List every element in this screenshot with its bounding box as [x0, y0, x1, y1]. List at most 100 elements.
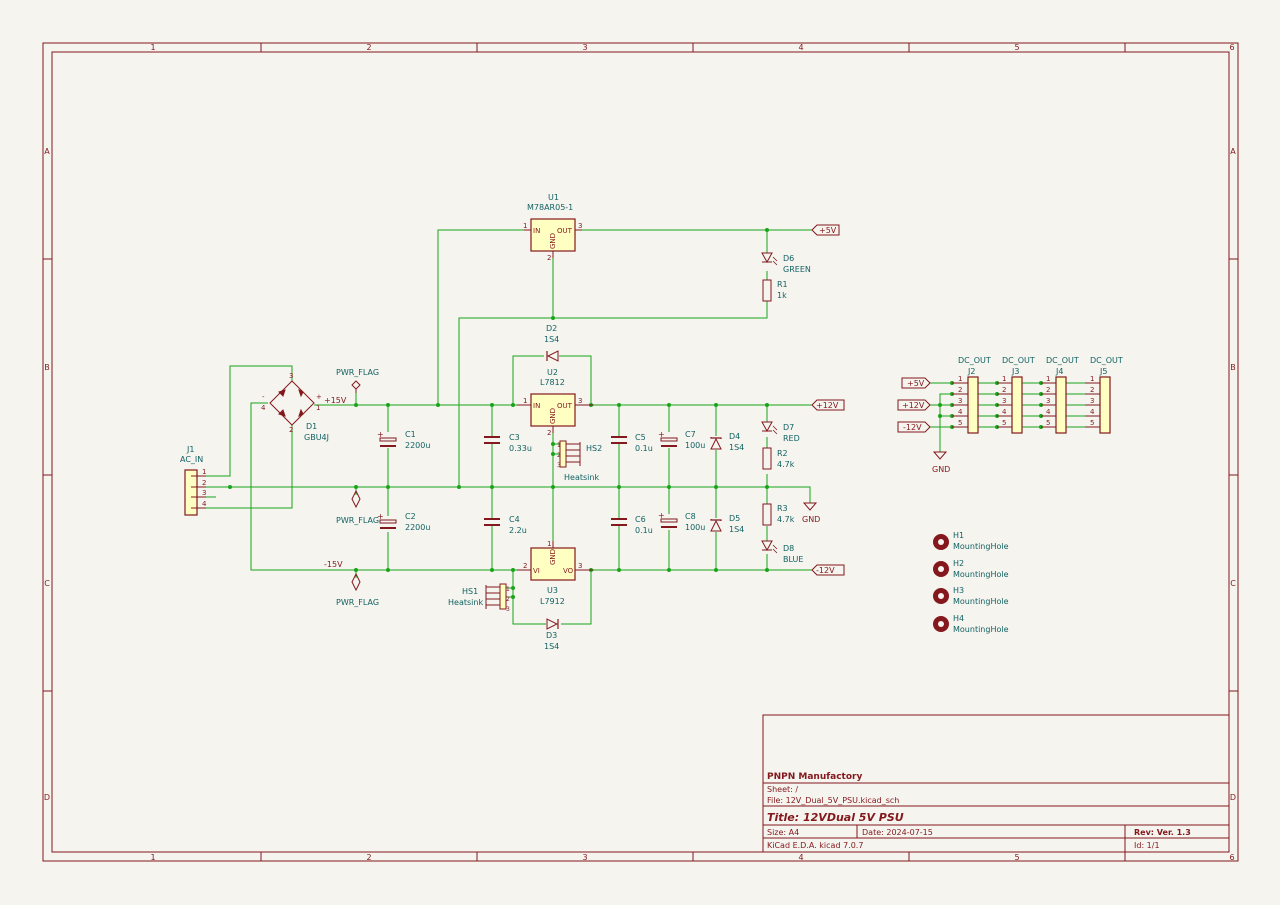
led-d7[interactable]: D7 RED — [761, 421, 800, 443]
capacitor-c5[interactable]: C5 0.1u — [611, 433, 653, 453]
pwr-flag-label: PWR_FLAG — [336, 598, 379, 607]
capacitor-c7[interactable]: + C7 100u — [658, 430, 705, 450]
resistor-r1[interactable]: R1 1k — [762, 279, 788, 302]
connector-j3[interactable]: J3 DC_OUT 1 2 3 4 5 — [1002, 356, 1035, 434]
pin-number: 1 — [1090, 375, 1094, 383]
pin-number: 2 — [557, 452, 561, 459]
mounting-hole-h2[interactable]: H2 MountingHole — [933, 559, 1009, 579]
led-d8[interactable]: D8 BLUE — [761, 540, 803, 564]
col-label: 1 — [150, 853, 155, 862]
col-label: 2 — [366, 43, 371, 52]
pin-number: 2 — [1046, 386, 1050, 394]
heatsink-hs2[interactable]: 1 2 3 HS2 Heatsink — [557, 440, 602, 482]
global-label-plus12[interactable]: +12V — [811, 399, 845, 411]
pin-number: 2 — [289, 426, 293, 434]
tool-version: KiCad E.D.A. kicad 7.0.7 — [767, 841, 863, 850]
capacitor-c8[interactable]: + C8 100u — [658, 511, 705, 532]
mounting-hole-h3[interactable]: H3 MountingHole — [933, 586, 1009, 606]
pin-number: 4 — [1046, 408, 1051, 416]
value-label: 1S4 — [729, 443, 744, 452]
frame-labels: 1 2 3 4 5 6 1 2 3 4 5 6 A B C D A B C D — [44, 43, 1236, 862]
col-label: 2 — [366, 853, 371, 862]
connector-j4[interactable]: J4 DC_OUT 1 2 3 4 5 — [1046, 356, 1079, 434]
pin-name: IN — [533, 227, 540, 235]
pin-name: VO — [563, 567, 574, 575]
ref-label: R2 — [777, 449, 788, 458]
diode-d3[interactable]: D3 1S4 — [544, 618, 559, 651]
value-label: 1S4 — [544, 335, 559, 344]
global-label-plus5-out[interactable]: +5V — [901, 377, 931, 389]
ref-label: D6 — [783, 254, 794, 263]
global-label-plus5[interactable]: +5V — [811, 224, 840, 236]
global-label-minus12[interactable]: -12V — [811, 564, 845, 576]
capacitor-c1[interactable]: + C1 2200u — [377, 430, 430, 450]
drawing-title: Title: 12VDual 5V PSU — [767, 811, 904, 824]
regulator-u1[interactable]: IN OUT GND 1 3 2 U1 M78AR05-1 — [523, 193, 582, 262]
row-label: C — [1230, 579, 1236, 588]
ref-label: C8 — [685, 512, 696, 521]
capacitor-c4[interactable]: C4 2.2u — [484, 515, 527, 535]
pin-number: 1 — [202, 468, 206, 476]
pin-number: 1 — [1002, 375, 1006, 383]
value-label: 4.7k — [777, 460, 795, 469]
ref-label: D3 — [546, 631, 557, 640]
value-label: 2200u — [405, 523, 430, 532]
pin-polarity: + — [316, 393, 322, 401]
bridge-rectifier-d1[interactable]: 3 4 1 2 - + D1 GBU4J — [261, 372, 329, 442]
file-name: File: 12V_Dual_5V_PSU.kicad_sch — [767, 796, 899, 805]
capacitor-c6[interactable]: C6 0.1u — [611, 515, 653, 535]
value-label: 100u — [685, 441, 705, 450]
value-label: 0.1u — [635, 444, 653, 453]
ref-label: U1 — [548, 193, 559, 202]
regulator-u3[interactable]: VI VO GND 2 3 1 U3 L7912 — [517, 540, 594, 606]
heatsink-hs1[interactable]: 1 2 3 HS1 Heatsink — [448, 583, 510, 613]
pin-name: GND — [549, 233, 557, 249]
value-label: Heatsink — [564, 473, 599, 482]
pin-number: 3 — [578, 397, 582, 405]
connector-pin-lines — [952, 382, 1100, 428]
row-label: C — [44, 579, 50, 588]
ref-label: C1 — [405, 430, 416, 439]
resistor-r3[interactable]: R3 4.7k — [762, 503, 795, 526]
pin-name: VI — [533, 567, 540, 575]
value-label: 1k — [777, 291, 787, 300]
global-label-text: -12V — [903, 423, 922, 432]
pin-number: 3 — [1002, 397, 1006, 405]
regulator-u2[interactable]: IN OUT GND 1 3 2 U2 L7812 — [517, 368, 594, 437]
diode-d2[interactable]: D2 1S4 — [544, 324, 559, 362]
diode-d4[interactable]: D4 1S4 — [710, 432, 744, 452]
pin-number: 2 — [547, 429, 551, 437]
pin-name: IN — [533, 402, 540, 410]
pin-polarity: - — [262, 393, 265, 401]
pin-number: 1 — [523, 397, 527, 405]
pin-number: 4 — [261, 404, 266, 412]
capacitor-c2[interactable]: + C2 2200u — [377, 512, 430, 532]
value-label: GBU4J — [304, 433, 329, 442]
value-label: DC_OUT — [1046, 356, 1079, 365]
global-label-minus12-out[interactable]: -12V — [897, 421, 931, 433]
ref-label: D8 — [783, 544, 794, 553]
pin-number: 3 — [557, 462, 561, 469]
diode-d5[interactable]: D5 1S4 — [710, 514, 744, 534]
global-label-plus12-out[interactable]: +12V — [897, 399, 931, 411]
sheet-id: Id: 1/1 — [1134, 841, 1160, 850]
ref-label: H2 — [953, 559, 964, 568]
net-minus15-label: -15V — [324, 560, 343, 569]
value-label: MountingHole — [953, 625, 1009, 634]
value-label: 2200u — [405, 441, 430, 450]
value-label: L7812 — [540, 378, 565, 387]
led-d6[interactable]: D6 GREEN — [761, 252, 811, 274]
mounting-hole-h4[interactable]: H4 MountingHole — [933, 614, 1009, 634]
value-label: BLUE — [783, 555, 803, 564]
capacitor-c3[interactable]: C3 0.33u — [484, 433, 532, 453]
connector-j1[interactable]: 1 2 3 4 J1 AC_IN — [180, 445, 207, 516]
pin-name: OUT — [557, 402, 573, 410]
pin-number: 2 — [958, 386, 962, 394]
ref-label: H1 — [953, 531, 964, 540]
pwr-flag-label: PWR_FLAG — [336, 368, 379, 377]
pin-number: 3 — [578, 562, 582, 570]
pwr-flag-middle: PWR_FLAG — [336, 489, 379, 525]
pin-number: 3 — [289, 372, 293, 380]
mounting-hole-h1[interactable]: H1 MountingHole — [933, 531, 1009, 551]
resistor-r2[interactable]: R2 4.7k — [762, 447, 795, 470]
